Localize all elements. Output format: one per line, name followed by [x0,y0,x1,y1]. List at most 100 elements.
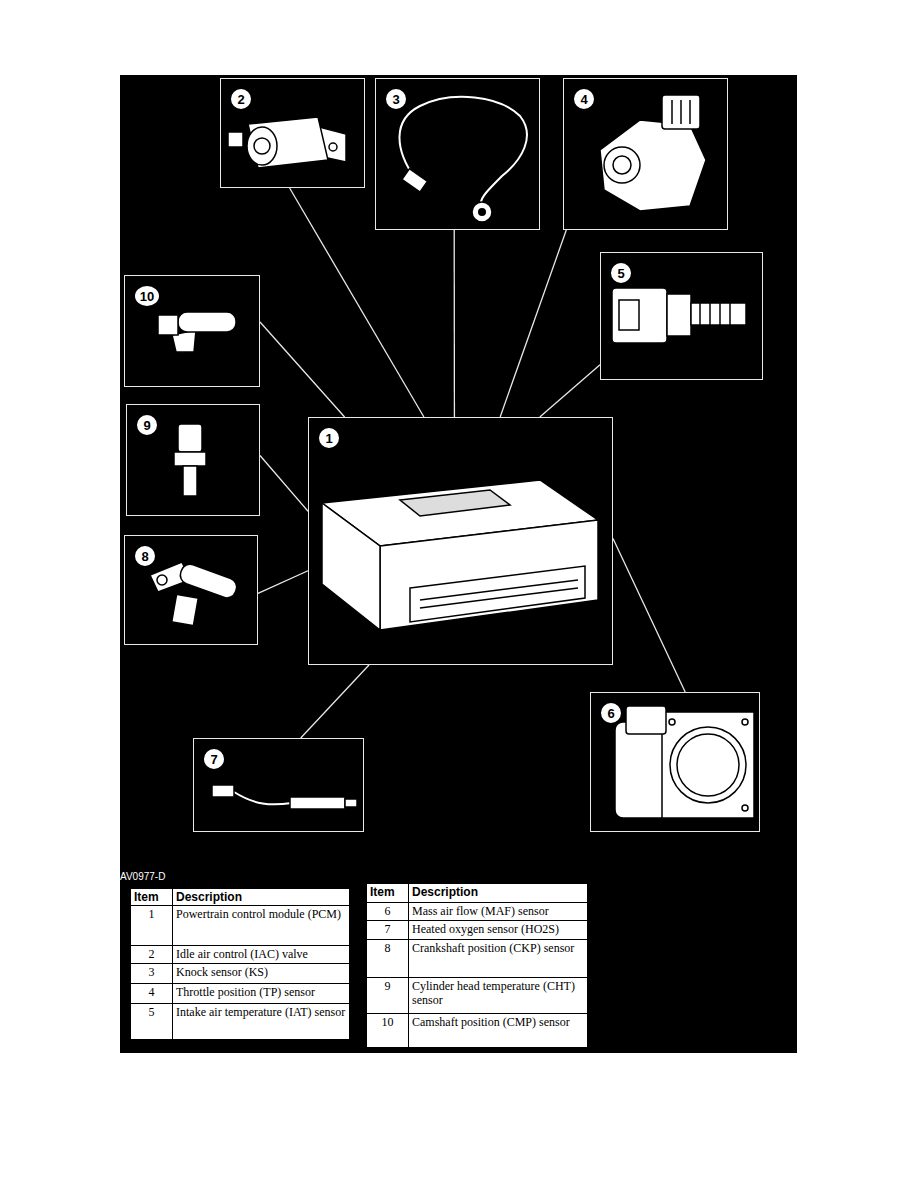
part-frame: 7 [193,738,364,832]
illustration-shape [254,138,270,154]
illustration-shape [228,132,243,147]
cht-sensor-drawing [174,424,206,496]
item-description: Throttle position (TP) sensor [172,983,350,1004]
callout-number: 4 [572,87,596,111]
illustration-shape [677,734,739,796]
illustration-shape [178,424,202,452]
item-description: Crankshaft position (CKP) sensor [408,939,588,978]
leader-line [260,322,345,417]
item-number: 4 [130,983,173,1004]
maf-sensor-drawing [615,706,754,818]
illustration-shape [402,169,427,192]
item-number: 7 [366,920,409,940]
item-number: 8 [366,939,409,978]
part-frame: 8 [124,535,258,645]
pcm-module-drawing [322,480,598,630]
tp-sensor-drawing [600,95,706,211]
illustration-shape [234,792,292,804]
illustration-shape [669,719,675,725]
illustration-shape [420,588,578,608]
leader-line-path [260,322,345,417]
illustration-shape [400,490,510,516]
item-description: Cylinder head temperature (CHT) sensor [408,977,588,1014]
illustration-shape [667,294,691,336]
item-description: Mass air flow (MAF) sensor [408,902,588,921]
iat-sensor-drawing [612,288,746,343]
item-number: 9 [366,977,409,1014]
leader-line-path [540,365,600,417]
leader-line-path [613,539,685,692]
ho2s-sensor-drawing [212,785,357,809]
illustration-shape [247,127,277,165]
illustration-shape [670,727,746,803]
item-number: 1 [130,905,173,946]
table-header: Item [130,888,173,906]
callout-number: 8 [133,544,157,568]
leader-line [613,539,685,692]
illustration-shape [680,100,682,124]
illustration-shape [420,580,578,600]
illustration-shape [322,503,380,630]
illustration-shape [158,315,178,335]
illustration-shape [290,797,345,809]
illustration-shape [178,562,239,601]
leader-line [260,456,308,512]
leader-line [454,230,455,417]
part-frame: 6 [590,692,760,832]
part-frame: 3 [375,78,540,230]
illustration-shape [612,288,667,343]
callout-number: 2 [229,87,253,111]
iac-valve-drawing [228,117,346,168]
leader-line [540,365,600,417]
illustration-shape [157,575,167,585]
part-frame: 4 [563,78,728,230]
illustration-shape [410,566,585,622]
illustration-shape [719,303,721,325]
item-number: 5 [130,1003,173,1040]
leader-line-path [454,230,455,417]
illustration-shape [178,312,236,332]
item-description: Knock sensor (KS) [172,963,350,984]
illustration-shape [380,520,598,630]
illustration-shape [172,594,199,625]
leader-line-path [260,456,308,512]
illustration-shape [183,466,197,496]
part-frame: 10 [124,275,260,387]
part-frame: 2 [220,78,365,188]
illustration-shape [478,208,486,216]
table-header: Item [366,883,409,903]
leader-line [500,230,566,417]
illustration-shape [691,303,746,325]
illustration-shape [742,805,748,811]
item-description: Heated oxygen sensor (HO2S) [408,920,588,940]
leader-line-path [258,571,308,594]
callout-number: 9 [135,413,159,437]
leader-line-path [301,665,369,738]
illustration-shape [613,156,631,174]
illustration-shape [619,300,639,330]
callout-number: 1 [317,426,341,450]
illustration-shape [248,117,328,168]
item-description: Idle air control (IAC) valve [172,945,350,964]
illustration-shape [472,202,492,222]
callout-number: 5 [609,261,633,285]
item-description: Powertrain control module (PCM) [172,905,350,946]
illustration-shape [212,785,234,797]
table-header: Description [408,883,588,903]
callout-number: 3 [384,87,408,111]
callout-number: 7 [202,747,226,771]
illustration-shape [699,303,701,325]
knock-sensor-drawing [399,97,526,222]
illustration-shape [604,147,640,183]
illustration-shape [709,303,711,325]
leader-line [258,571,308,594]
illustration-shape [345,799,357,807]
item-description: Camshaft position (CMP) sensor [408,1013,588,1048]
part-frame: 1 [308,417,613,665]
leader-line [290,188,424,417]
illustration-shape [742,719,748,725]
illustration-shape [662,95,700,129]
table-header: Description [172,888,350,906]
illustration-shape [626,706,666,734]
